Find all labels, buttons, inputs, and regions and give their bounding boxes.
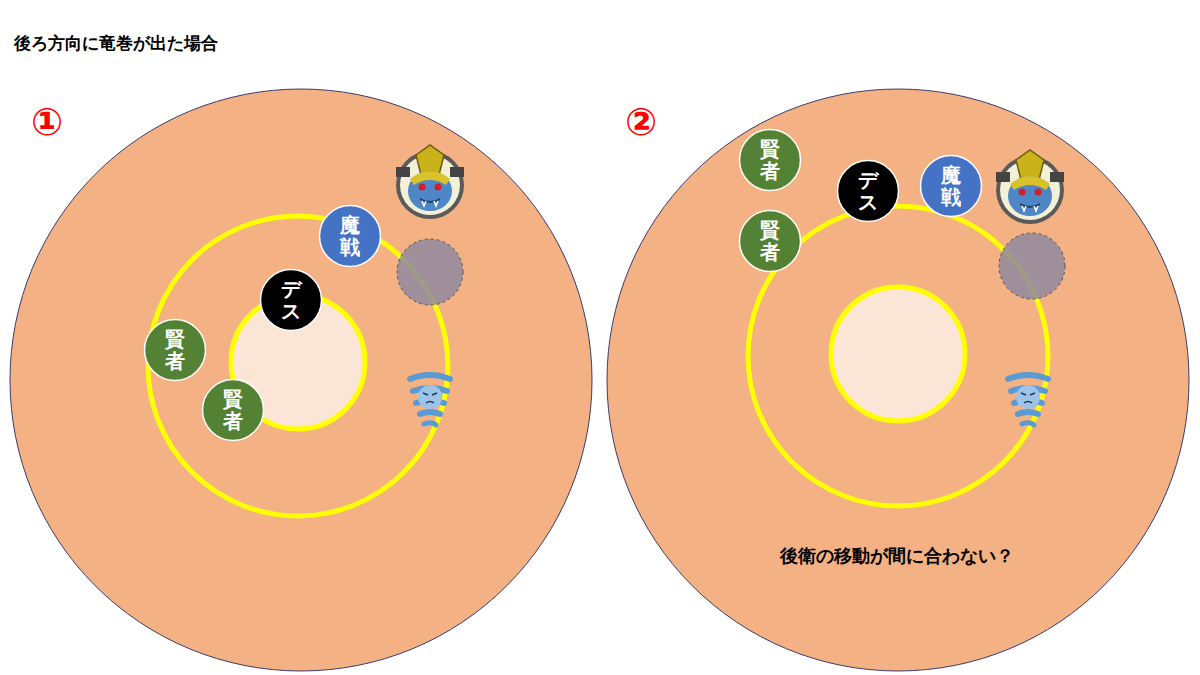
member-role: 賢者 (760, 219, 780, 263)
party-member-circle: 賢者 (143, 318, 207, 382)
party-member-circle: デス (259, 268, 323, 332)
callout-number: ② (625, 100, 657, 144)
member-role: 賢者 (223, 388, 243, 432)
party-member-circle: 賢者 (201, 378, 265, 442)
diagram-title: 後ろ方向に竜巻が出た場合 (14, 32, 218, 55)
party-member-circle: 賢者 (738, 128, 802, 192)
member-role: 賢者 (760, 138, 780, 182)
member-role: 魔戦 (340, 214, 360, 258)
note-text: 後衛の移動が間に合わない？ (780, 544, 1014, 568)
member-role: 賢者 (165, 328, 185, 372)
party-member-circle: 賢者 (738, 209, 802, 273)
member-role: 魔戦 (941, 164, 961, 208)
party-member-circle: デス (836, 159, 900, 223)
party-member-circle: 魔戦 (318, 204, 382, 268)
party-member-circle: 魔戦 (919, 154, 983, 218)
callout-number: ① (31, 100, 63, 144)
member-role: デス (281, 278, 301, 322)
member-role: デス (858, 169, 878, 213)
